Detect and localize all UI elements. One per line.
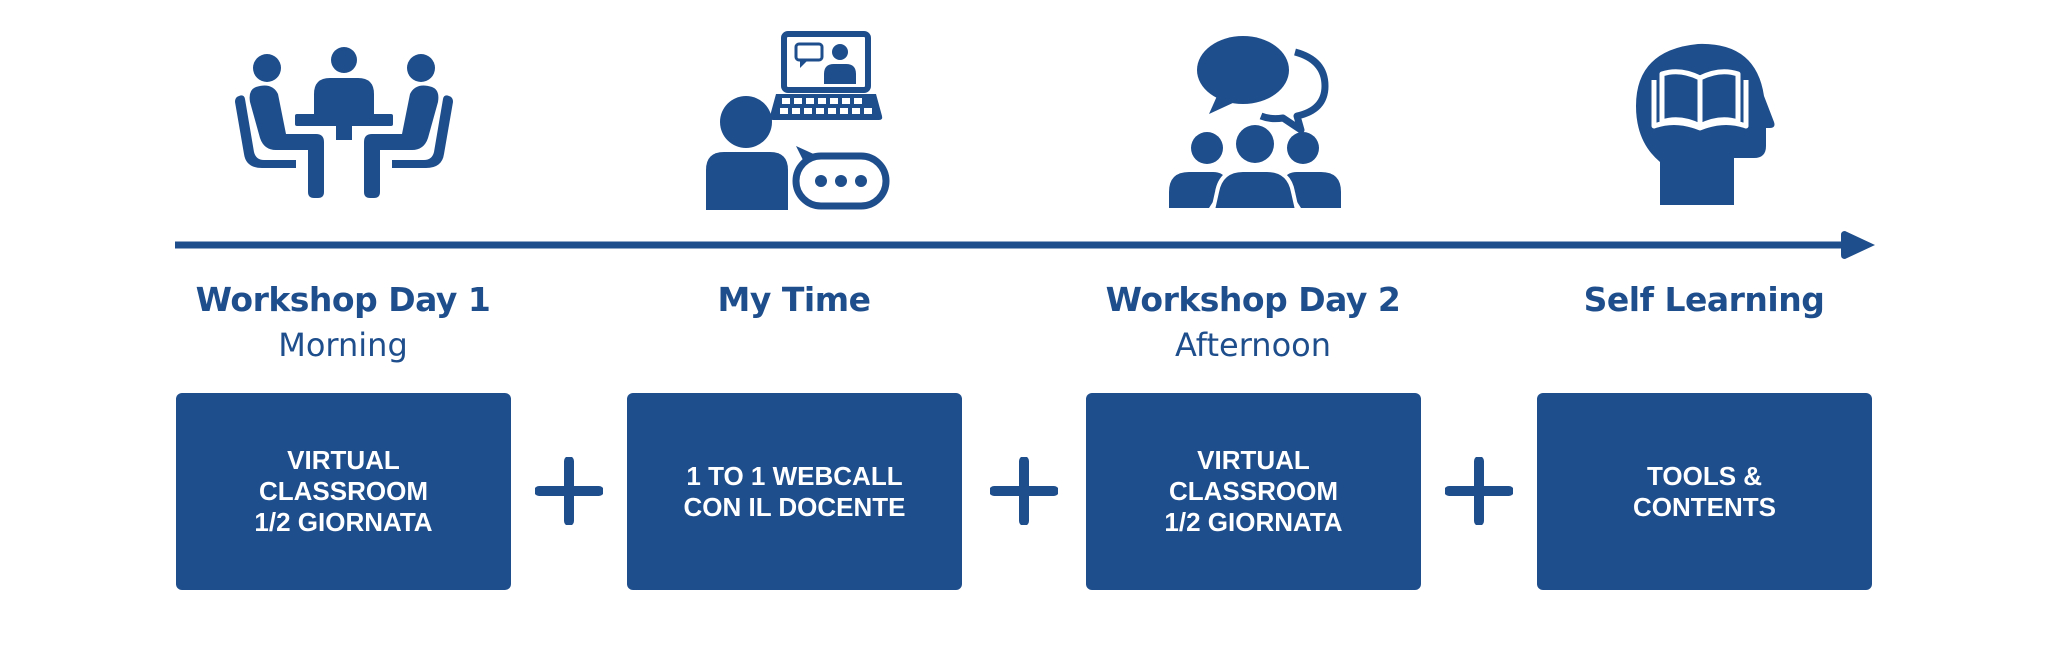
stage-title-my-time: My Time (717, 280, 871, 319)
video-call-chat-icon (700, 30, 890, 215)
card-webcall: 1 TO 1 WEBCALL CON IL DOCENTE (627, 393, 962, 590)
stage-title-workshop-day-2: Workshop Day 2 (1105, 280, 1401, 319)
stage-title-workshop-day-1: Workshop Day 1 (195, 280, 491, 319)
plus-icon (534, 456, 604, 526)
head-book-icon (1630, 30, 1780, 210)
card-virtual-classroom-day-1: VIRTUAL CLASSROOM 1/2 GIORNATA (176, 393, 511, 590)
meeting-table-icon (232, 42, 457, 202)
plus-icon (989, 456, 1059, 526)
timeline-arrow (175, 230, 1875, 260)
stage-title-self-learning: Self Learning (1583, 280, 1825, 319)
group-discussion-icon (1165, 30, 1345, 215)
stage-subtitle-morning: Morning (278, 326, 408, 364)
card-tools-contents: TOOLS & CONTENTS (1537, 393, 1872, 590)
stage-subtitle-afternoon: Afternoon (1175, 326, 1331, 364)
card-virtual-classroom-day-2: VIRTUAL CLASSROOM 1/2 GIORNATA (1086, 393, 1421, 590)
plus-icon (1444, 456, 1514, 526)
